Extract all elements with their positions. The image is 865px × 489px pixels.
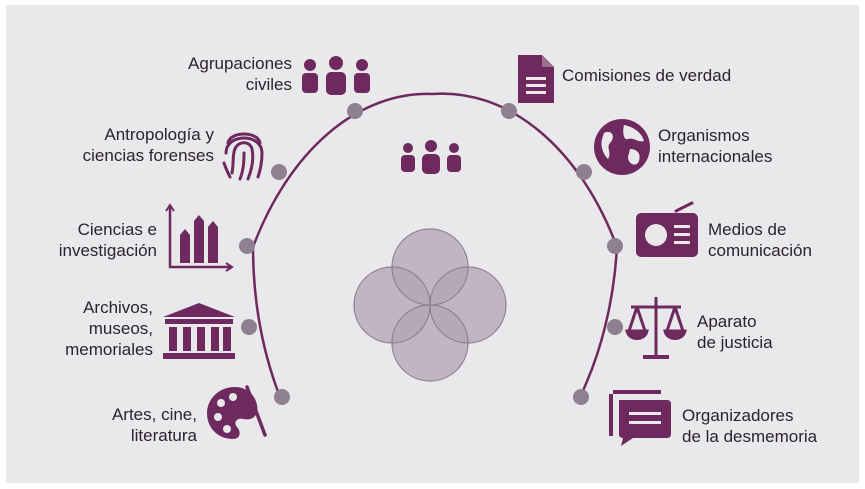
arc-node bbox=[274, 389, 290, 405]
radio-icon bbox=[636, 201, 698, 257]
people-group-icon bbox=[401, 140, 461, 174]
arc-node bbox=[573, 389, 589, 405]
palette-icon bbox=[207, 385, 267, 439]
label-comisiones: Comisiones de verdad bbox=[562, 66, 732, 85]
arc-node bbox=[271, 164, 287, 180]
diagram-graphics bbox=[163, 55, 698, 446]
scales-icon bbox=[625, 297, 687, 359]
label-artes: Artes, cine,literatura bbox=[111, 405, 197, 445]
globe-icon bbox=[594, 119, 650, 175]
museum-icon bbox=[163, 303, 235, 359]
arc-node bbox=[501, 103, 517, 119]
overlap-circles bbox=[354, 229, 506, 381]
arc-node bbox=[347, 103, 363, 119]
label-archivos: Archivos,museos,memoriales bbox=[65, 298, 153, 359]
arc-node bbox=[576, 164, 592, 180]
arc-node bbox=[607, 319, 623, 335]
arc-node bbox=[239, 238, 255, 254]
document-icon bbox=[518, 55, 554, 103]
arc-node bbox=[607, 238, 623, 254]
bar-chart-icon bbox=[165, 203, 234, 272]
fingerprint-icon bbox=[222, 132, 264, 181]
chat-bubbles-icon bbox=[609, 390, 671, 446]
arc-node bbox=[241, 319, 257, 335]
people-group-icon bbox=[302, 56, 370, 95]
